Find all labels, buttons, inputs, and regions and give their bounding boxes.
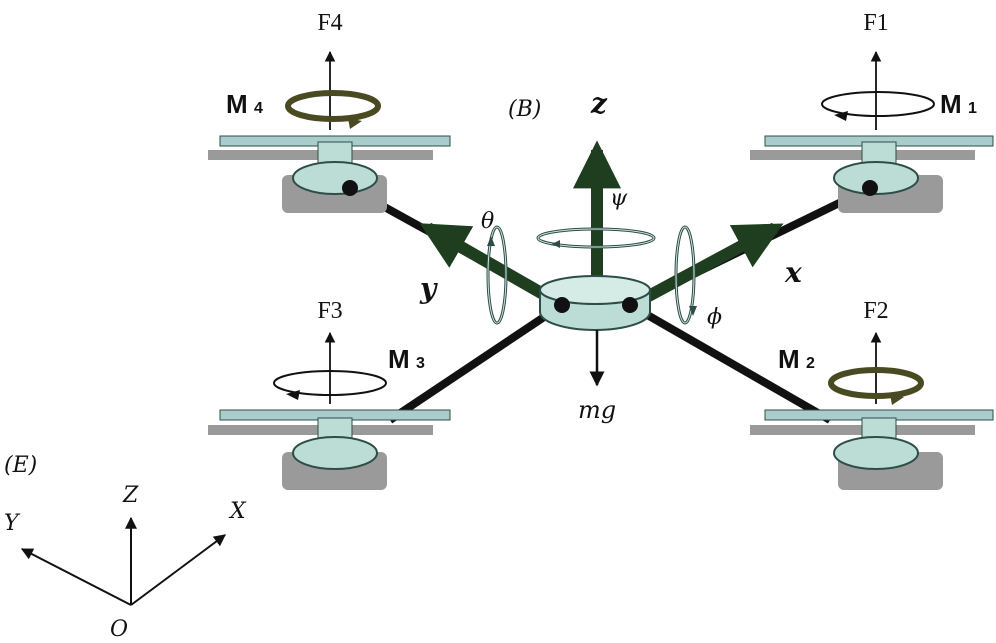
moment-label-m3: M 3: [388, 344, 425, 374]
axis-x-arrow: [642, 222, 784, 304]
central-body: [539, 275, 651, 331]
earth-axis-Y-label: Y: [4, 511, 21, 536]
rotor-motor: [833, 436, 919, 470]
earth-origin-label: O: [110, 617, 128, 642]
rotor-motor: [833, 161, 919, 195]
moment-label-m1: M 1: [940, 89, 977, 119]
earth-frame-label: (E): [4, 453, 37, 478]
axis-x-label: x: [784, 256, 802, 289]
earth-axis-X-label: X: [228, 499, 247, 524]
moment-ring-m1: [821, 91, 935, 121]
force-label-f1: F1: [863, 10, 888, 36]
force-label-f4: F4: [317, 10, 342, 36]
svg-text:M: M: [388, 344, 410, 374]
moment-label-m2: M 2: [778, 344, 815, 374]
force-label-f3: F3: [317, 298, 342, 324]
gravity-label: mg: [578, 396, 616, 424]
rotor-front-left: [208, 135, 451, 213]
arm-joint-left: [554, 297, 570, 313]
moment-ring-m2: [828, 367, 924, 405]
earth-axis-Y: [20, 548, 132, 606]
pitch-label: θ: [481, 209, 494, 234]
axis-z-label: z: [590, 87, 608, 120]
axis-y-label: y: [419, 272, 438, 305]
svg-text:1: 1: [968, 100, 977, 117]
svg-text:M: M: [226, 89, 248, 119]
earth-axis-X: [130, 534, 226, 606]
rotor-back-right: [750, 409, 994, 490]
yaw-label: ψ: [610, 186, 628, 211]
arm-joint-right: [622, 297, 638, 313]
moment-ring-m4: [285, 90, 381, 129]
rotor-motor: [292, 161, 378, 195]
svg-text:M: M: [778, 344, 800, 374]
svg-text:M: M: [940, 89, 962, 119]
force-label-f2: F2: [863, 298, 888, 324]
arm-joint: [862, 180, 878, 196]
arm-joint: [342, 180, 358, 196]
svg-text:3: 3: [416, 355, 425, 372]
svg-text:4: 4: [254, 100, 263, 117]
earth-axis-Z-label: Z: [122, 483, 139, 508]
moment-label-m4: M 4: [226, 89, 263, 119]
roll-rotation-icon: [674, 225, 697, 325]
rotor-front-right: [750, 135, 994, 213]
roll-label: ϕ: [707, 305, 722, 330]
yaw-rotation-icon: [536, 227, 656, 249]
pitch-rotation-icon: [486, 225, 508, 325]
moment-ring-m3: [273, 370, 387, 400]
rotor-back-left: [208, 409, 451, 490]
earth-frame-axes: [20, 516, 226, 606]
rotor-motor: [292, 436, 378, 470]
body-frame-label: (B): [508, 97, 541, 122]
arm-back-right: [628, 301, 832, 424]
svg-text:2: 2: [806, 355, 815, 372]
arm-back-left: [387, 301, 565, 424]
